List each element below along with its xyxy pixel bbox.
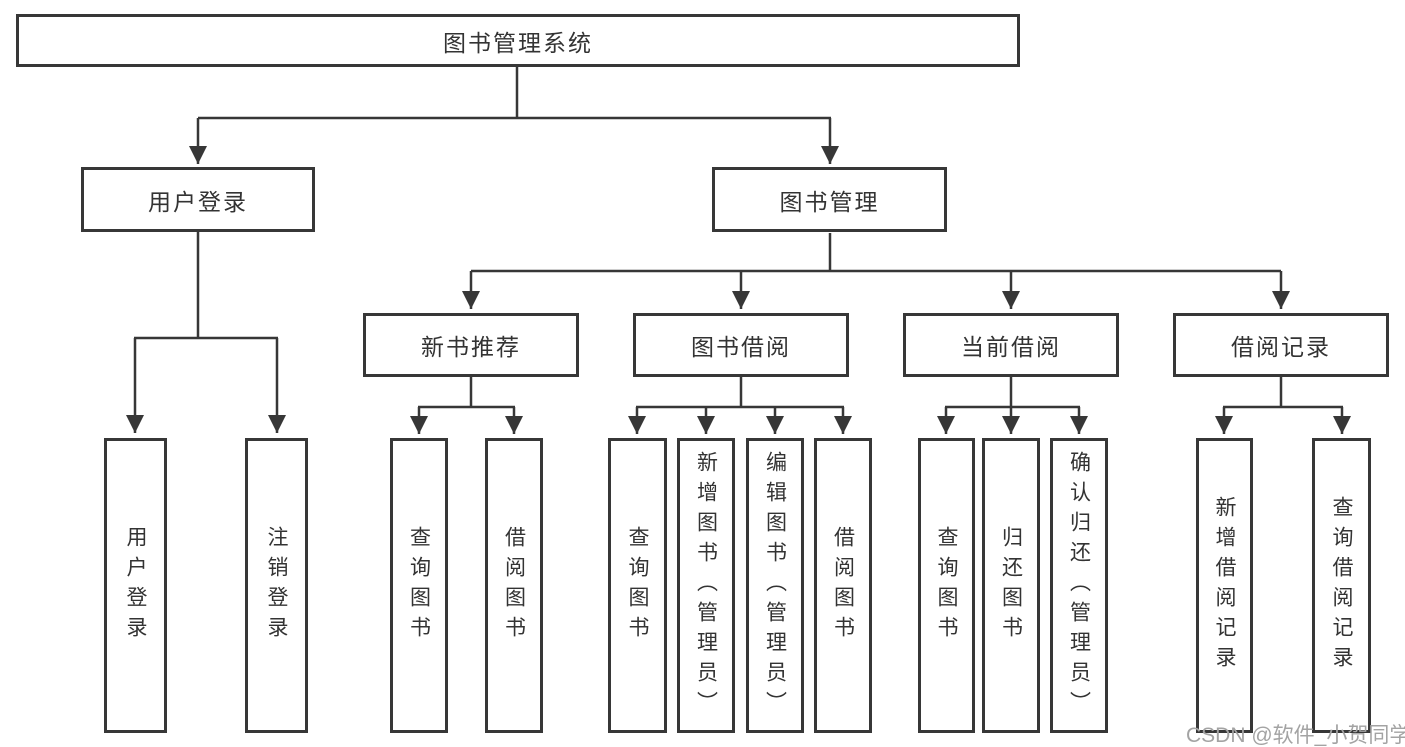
node-book-management-label: 图书管理 [779, 188, 880, 215]
node-current-borrowing-label: 当前借阅 [961, 334, 1061, 360]
watermark: CSDN @软件_小贺同学 [1186, 724, 1405, 747]
leaf-current-query-books: 查询图书 [918, 438, 975, 733]
node-borrowing-records-label: 借阅记录 [1231, 334, 1331, 360]
node-new-book-recommendation-label: 新书推荐 [421, 334, 521, 360]
leaf-return-book: 归还图书 [982, 438, 1040, 733]
leaf-add-book-admin: 新增图书（管理员） [677, 438, 735, 733]
node-borrowing-records: 借阅记录 [1173, 313, 1389, 377]
node-book-borrowing: 图书借阅 [633, 313, 849, 377]
node-book-management: 图书管理 [712, 167, 947, 232]
node-user-login-label: 用户登录 [148, 188, 248, 215]
leaf-query-borrow-record: 查询借阅记录 [1312, 438, 1371, 733]
leaf-newbook-query-books: 查询图书 [390, 438, 448, 733]
leaf-borrowing-query-books: 查询图书 [608, 438, 667, 733]
node-book-borrowing-label: 图书借阅 [691, 334, 791, 360]
node-current-borrowing: 当前借阅 [903, 313, 1119, 377]
node-new-book-recommendation: 新书推荐 [363, 313, 579, 377]
leaf-newbook-borrow-books: 借阅图书 [485, 438, 543, 733]
node-user-login: 用户登录 [81, 167, 315, 232]
leaf-confirm-return-admin: 确认归还（管理员） [1050, 438, 1108, 733]
leaf-logout: 注销登录 [245, 438, 308, 733]
leaf-edit-book-admin: 编辑图书（管理员） [746, 438, 804, 733]
node-root-label: 图书管理系统 [443, 29, 593, 56]
leaf-user-login: 用户登录 [104, 438, 167, 733]
leaf-add-borrow-record: 新增借阅记录 [1196, 438, 1253, 733]
node-root: 图书管理系统 [16, 14, 1020, 67]
leaf-borrowing-borrow-books: 借阅图书 [814, 438, 872, 733]
